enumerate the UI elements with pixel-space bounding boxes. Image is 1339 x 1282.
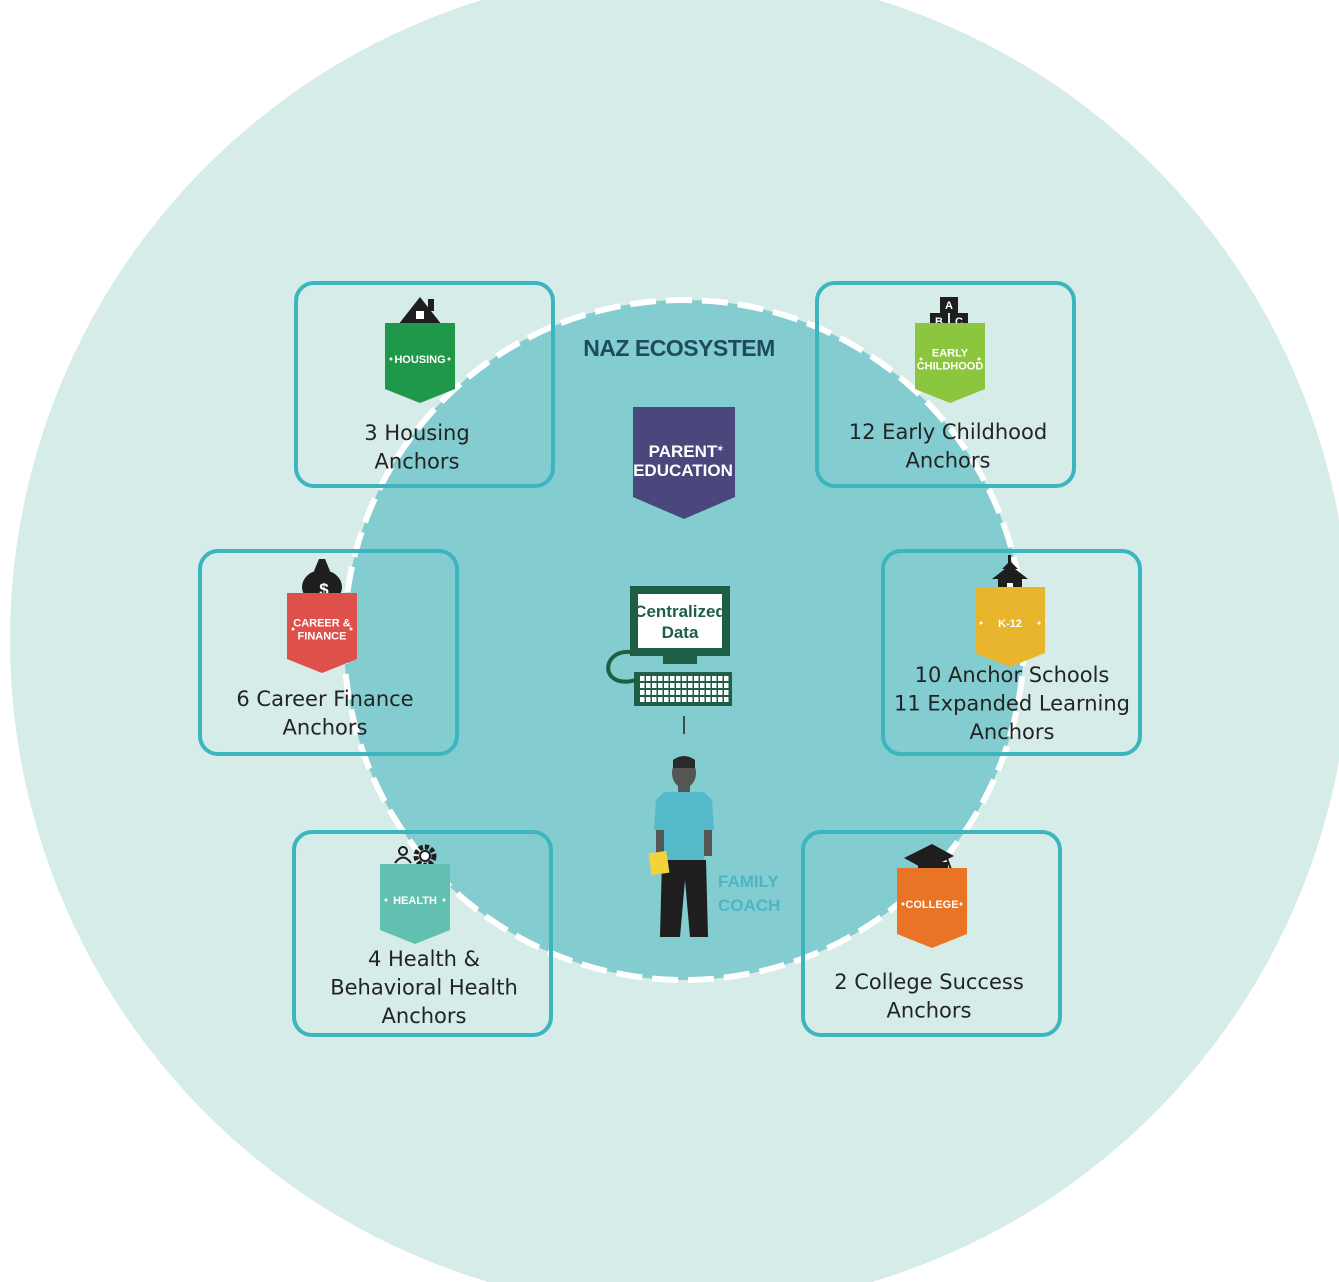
college-banner: COLLEGE <box>897 868 967 948</box>
card-frame <box>294 281 555 488</box>
health-banner: HEALTH <box>380 864 450 944</box>
anchor-count-label: Anchors <box>887 999 972 1023</box>
anchor-count-label: 2 College Success <box>834 970 1024 994</box>
parent-education-label: PARENT <box>649 442 718 461</box>
card-frame <box>815 281 1076 488</box>
housing-banner: HOUSING <box>385 323 455 403</box>
anchor-count-label: 12 Early Childhood <box>849 420 1047 444</box>
card-frame <box>198 549 459 756</box>
parent-education-label: EDUCATION <box>633 461 733 480</box>
k12-banner: K-12 <box>975 587 1045 667</box>
banner-label: CAREER & <box>293 618 351 630</box>
anchor-count-label: 11 Expanded Learning <box>894 692 1130 716</box>
banner-label: HOUSING <box>394 354 445 366</box>
ecosystem-title: NAZ ECOSYSTEM <box>583 335 775 361</box>
anchor-count-label: 3 Housing <box>364 421 469 445</box>
dollar-sign: $ <box>319 580 329 599</box>
banner-label: FINANCE <box>298 631 347 643</box>
anchor-count-label: 4 Health & <box>368 947 480 971</box>
anchor-count-label: Anchors <box>382 1004 467 1028</box>
anchor-count-label: Anchors <box>970 720 1055 744</box>
anchor-count-label: Behavioral Health <box>330 976 518 1000</box>
banner-label: COLLEGE <box>905 899 958 911</box>
banner-label: HEALTH <box>393 895 437 907</box>
family-coach-label: FAMILY <box>718 872 779 891</box>
parent-education-banner: PARENT EDUCATION ✶ <box>633 407 735 519</box>
computer-label: Data <box>662 623 699 642</box>
banner-label: K-12 <box>998 618 1022 630</box>
block-letter: B <box>935 316 943 328</box>
card-frame <box>881 549 1142 756</box>
banner-label: CHILDHOOD <box>917 361 984 373</box>
block-letter: A <box>945 300 953 312</box>
anchor-count-label: Anchors <box>375 450 460 474</box>
anchor-count-label: 6 Career Finance <box>236 687 413 711</box>
card-frame <box>292 830 553 1037</box>
computer-icon: Centralized Data <box>606 586 732 706</box>
career-finance-banner: CAREER &FINANCE <box>287 593 357 673</box>
star-icon: ✶ <box>716 444 724 455</box>
block-letter: C <box>955 316 963 328</box>
card-frame <box>801 830 1062 1037</box>
computer-label: Centralized <box>634 602 726 621</box>
anchor-card-k12: K-12 10 Anchor Schools 11 Expanded Learnin… <box>881 549 1142 756</box>
anchor-count-label: 10 Anchor Schools <box>915 663 1110 687</box>
anchor-count-label: Anchors <box>283 716 368 740</box>
family-coach-figure <box>648 756 714 937</box>
banner-label: EARLY <box>932 348 969 360</box>
family-coach-label: COACH <box>718 896 780 915</box>
anchor-count-label: Anchors <box>906 449 991 473</box>
